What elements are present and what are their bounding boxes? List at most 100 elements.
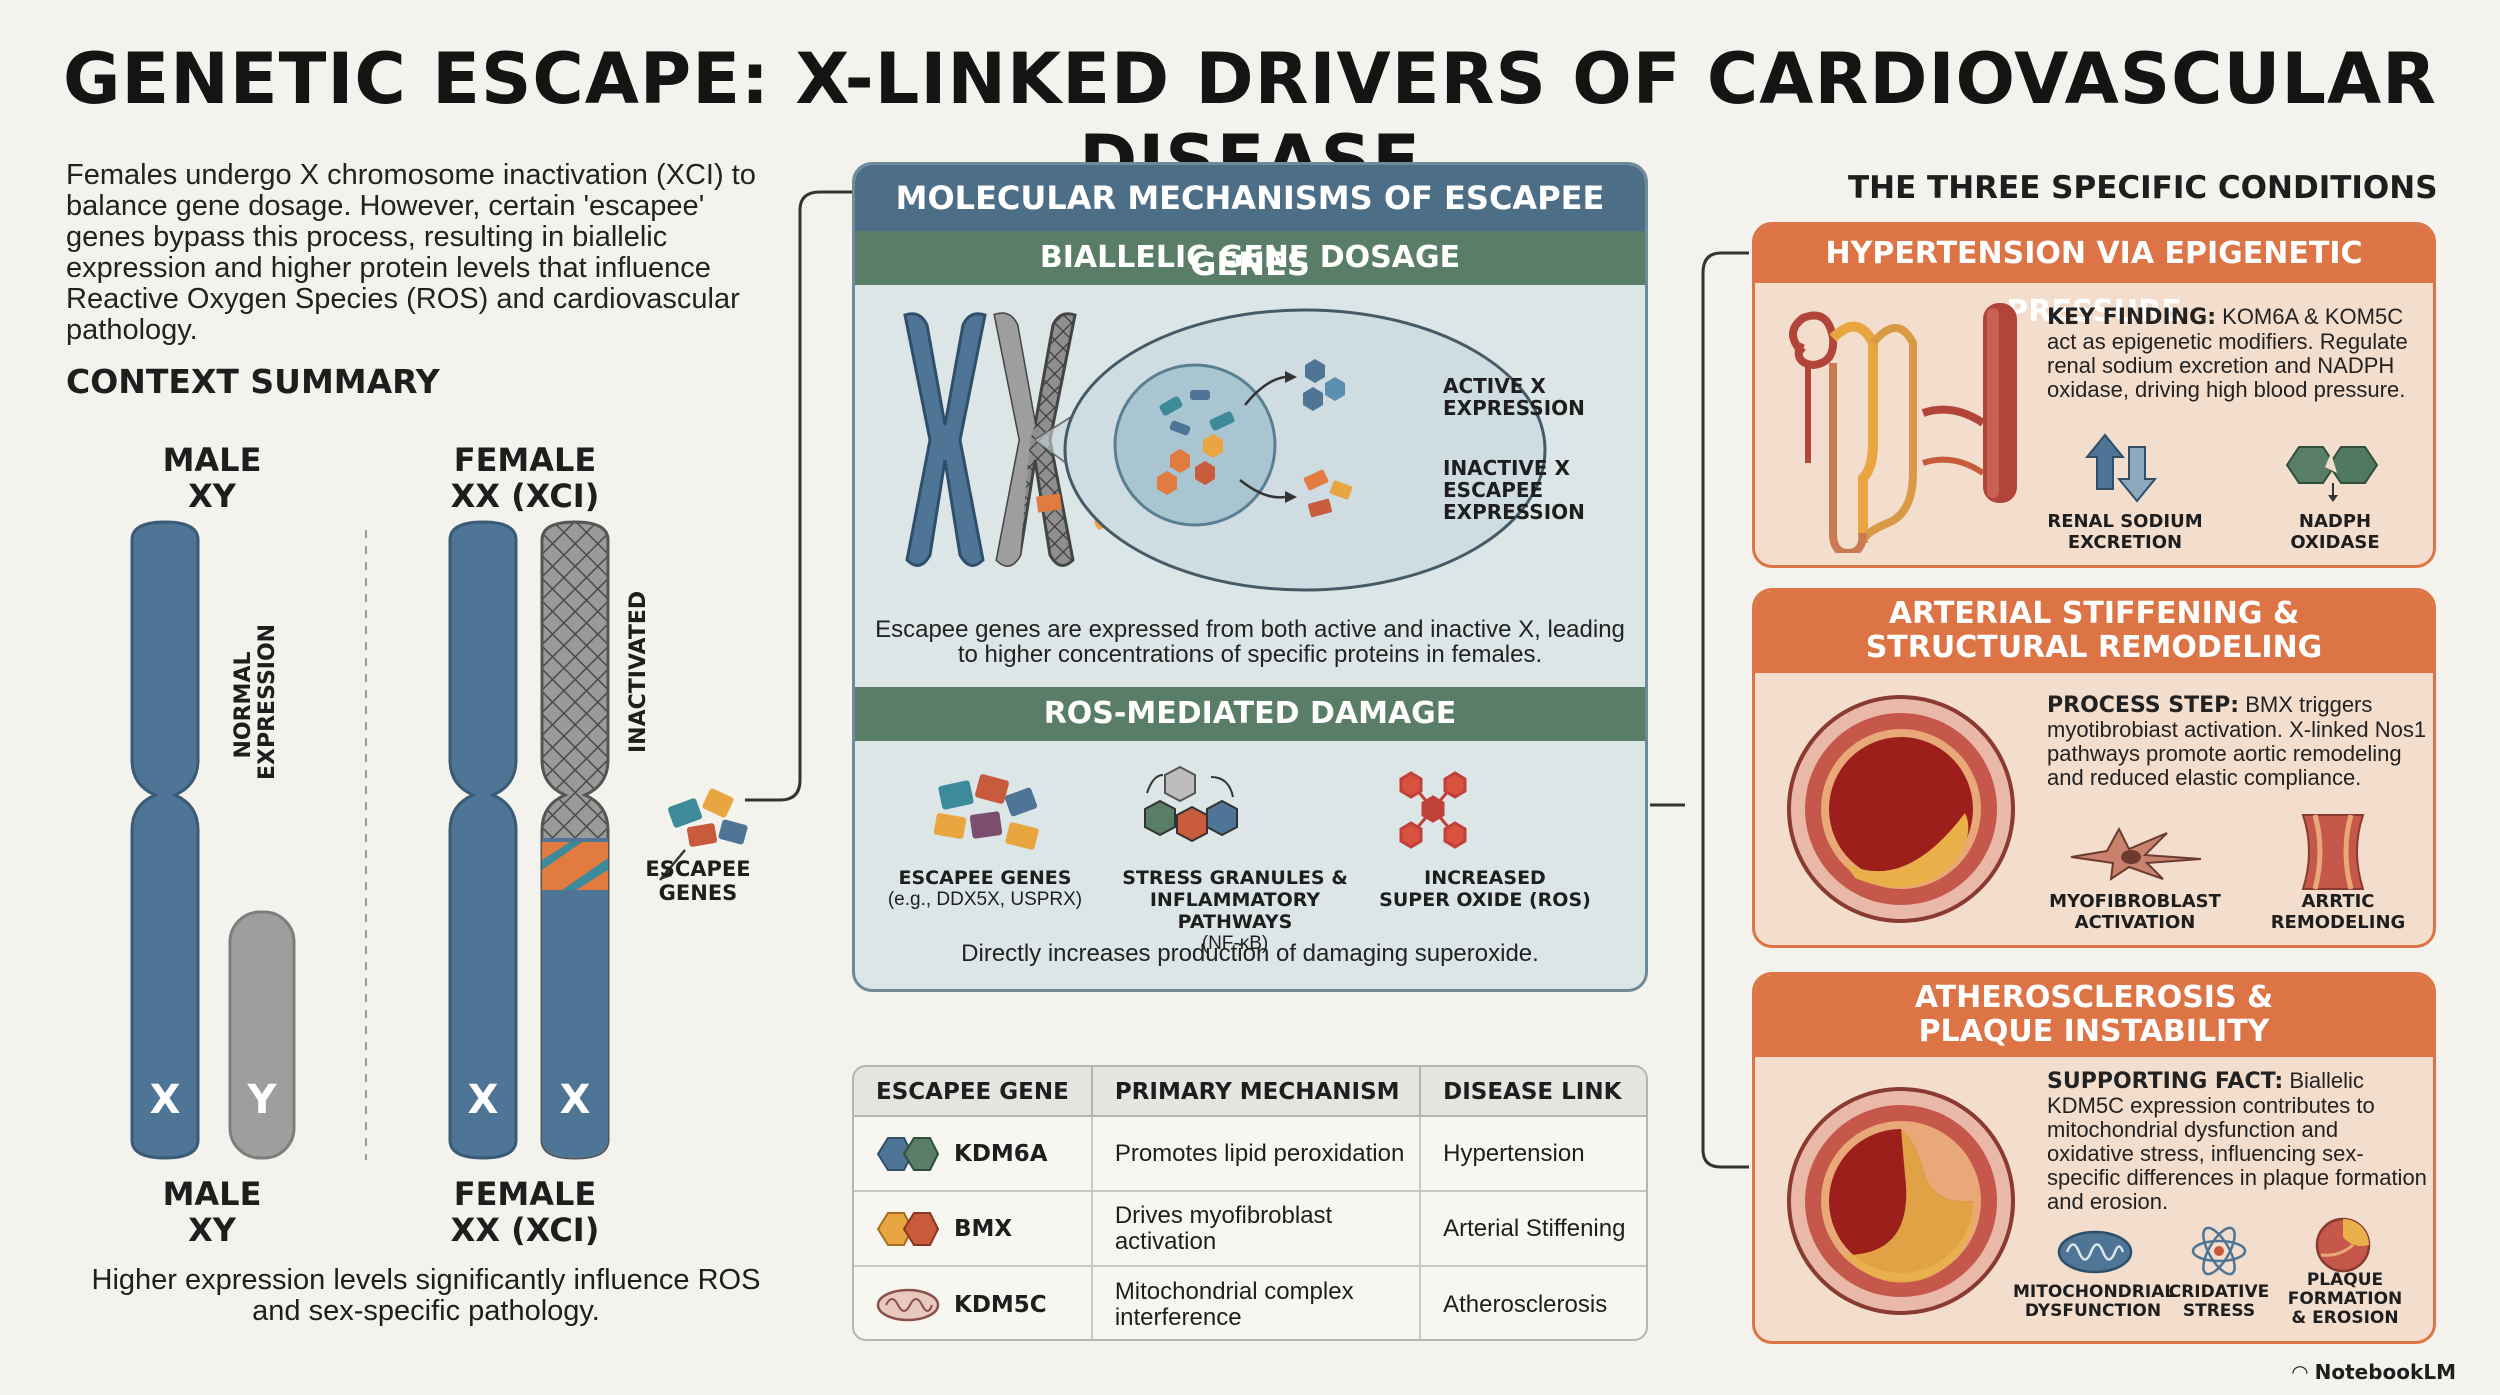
aortic-remodeling-label: ARRTIC REMODELING bbox=[2263, 891, 2413, 933]
female-label-line1: FEMALE bbox=[453, 441, 597, 479]
atherosclerosis-title: ATHEROSCLEROSIS & PLAQUE INSTABILITY bbox=[1755, 975, 2433, 1057]
arterial-title: ARTERIAL STIFFENING & STRUCTURAL REMODEL… bbox=[1755, 591, 2433, 673]
female-bottom-line1: FEMALE bbox=[453, 1175, 597, 1213]
atherosclerosis-card: ATHEROSCLEROSIS & PLAQUE INSTABILITY SUP… bbox=[1752, 972, 2436, 1344]
context-summary-heading: CONTEXT SUMMARY bbox=[66, 362, 440, 401]
male-bottom-line2: XY bbox=[188, 1211, 236, 1249]
hypertension-lead: KEY FINDING: bbox=[2047, 305, 2217, 330]
male-bottom-label: MALE XY bbox=[132, 1176, 292, 1248]
female-bottom-line2: XX (XCI) bbox=[450, 1211, 600, 1249]
mito-line2: DYSFUNCTION bbox=[2024, 1301, 2162, 1321]
kidney-nephron-icon bbox=[1789, 303, 2017, 553]
superoxide-icon bbox=[1399, 771, 1467, 849]
arterial-lead: PROCESS STEP: bbox=[2047, 693, 2240, 718]
aortic-remodeling-icon bbox=[2301, 814, 2365, 890]
table-row: KDM6A Promotes lipid peroxidation Hypert… bbox=[854, 1117, 1646, 1192]
female-label-line2: XX (XCI) bbox=[450, 477, 600, 515]
ros-item-superoxide-line1: INCREASED bbox=[1424, 867, 1546, 889]
male-label-line2: XY bbox=[188, 477, 236, 515]
mitochondria-icon bbox=[876, 1288, 940, 1321]
mechanism-cell: Drives myofibroblast activation bbox=[1093, 1192, 1422, 1265]
inactive-label-line2: ESCAPEE bbox=[1443, 478, 1544, 502]
hypertension-title: HYPERTENSION VIA EPIGENETIC PRESSURE bbox=[1755, 225, 2433, 329]
male-label-line1: MALE bbox=[162, 441, 262, 479]
nadph-label: NADPH OXIDASE bbox=[2265, 511, 2405, 553]
bmx-hex-icon bbox=[876, 1211, 940, 1246]
escapee-genes-icon bbox=[933, 774, 1039, 850]
male-x-chromosome bbox=[130, 520, 200, 1160]
escapee-genes-line1: ESCAPEE bbox=[645, 857, 751, 881]
biallelic-caption: Escapee genes are expressed from both ac… bbox=[865, 617, 1635, 667]
oxidative-line2: STRESS bbox=[2182, 1301, 2256, 1321]
active-label-line1: ACTIVE X bbox=[1443, 374, 1546, 398]
ros-item-stress-line3: (NF-κB) bbox=[1201, 933, 1269, 954]
athero-body: Biallelic KDM5C expression contributes t… bbox=[2047, 1068, 2427, 1214]
biallelic-caption-line1: Escapee genes are expressed from both ac… bbox=[875, 616, 1625, 643]
active-x-chromosome bbox=[903, 312, 987, 567]
male-y-chromosome bbox=[228, 910, 296, 1160]
aortic-line2: REMODELING bbox=[2270, 912, 2406, 933]
table-row: BMX Drives myofibroblast activation Arte… bbox=[854, 1192, 1646, 1267]
myofibroblast-line1: MYOFIBROBLAST bbox=[2049, 891, 2221, 912]
intro-paragraph: Females undergo X chromosome inactivatio… bbox=[66, 159, 756, 346]
ros-item-stress-line2: INFLAMMATORY PATHWAYS bbox=[1149, 889, 1321, 933]
escapee-genes-label: ESCAPEE GENES bbox=[638, 857, 758, 905]
active-label-line2: EXPRESSION bbox=[1443, 396, 1585, 420]
table-header-disease: DISEASE LINK bbox=[1443, 1079, 1622, 1105]
gene-cell: BMX bbox=[854, 1192, 1093, 1265]
table-row: KDM5C Mitochondrial complex interference… bbox=[854, 1267, 1646, 1339]
plaque-formation-label: PLAQUE FORMATION & EROSION bbox=[2285, 1271, 2405, 1328]
ros-caption: Directly increases production of damagin… bbox=[961, 940, 1539, 967]
notebooklm-logo-icon: ◠ bbox=[2292, 1360, 2308, 1384]
mitochondria-dysfunction-icon bbox=[2057, 1230, 2133, 1274]
biallelic-caption-line2: to higher concentrations of specific pro… bbox=[957, 641, 1543, 668]
oxidative-stress-label: CRIDATIVE STRESS bbox=[2159, 1283, 2279, 1321]
female-x-letter-active: X bbox=[467, 1077, 499, 1123]
hypertension-body: KOM6A & KOM5C act as epigenetic modifier… bbox=[2047, 304, 2408, 402]
myofibroblast-label: MYOFIBROBLAST ACTIVATION bbox=[2045, 891, 2225, 933]
ros-item-superoxide: INCREASED SUPER OXIDE (ROS) bbox=[1365, 867, 1605, 911]
female-x-letter-inactive: X bbox=[559, 1077, 591, 1123]
plaque-line3: & EROSION bbox=[2291, 1308, 2399, 1328]
gene-cell: KDM5C bbox=[854, 1267, 1093, 1339]
oxidative-line1: CRIDATIVE bbox=[2168, 1282, 2270, 1302]
mechanism-cell: Promotes lipid peroxidation bbox=[1093, 1117, 1422, 1190]
conditions-heading: THE THREE SPECIFIC CONDITIONS bbox=[1848, 170, 2438, 206]
inactive-label-line1: INACTIVE X bbox=[1443, 456, 1570, 480]
mechanisms-heading: MOLECULAR MECHANISMS OF ESCAPEE GENES bbox=[855, 165, 1645, 283]
renal-sodium-label: RENAL SODIUM EXCRETION bbox=[2045, 511, 2205, 553]
oxidative-stress-icon bbox=[2191, 1226, 2247, 1276]
arterial-title-line2: STRUCTURAL REMODELING bbox=[1865, 630, 2323, 665]
disease-cell: Atherosclerosis bbox=[1443, 1290, 1608, 1318]
male-y-letter: Y bbox=[247, 1077, 277, 1123]
athero-lead: SUPPORTING FACT: bbox=[2047, 1069, 2284, 1094]
male-top-label: MALE XY bbox=[132, 442, 292, 514]
normal-expression-label: NORMAL EXPRESSION bbox=[231, 623, 282, 780]
inactive-label-line3: EXPRESSION bbox=[1443, 500, 1585, 524]
mechanisms-panel: MOLECULAR MECHANISMS OF ESCAPEE GENES BI… bbox=[852, 162, 1648, 992]
escape-band bbox=[542, 842, 608, 890]
arterial-text: PROCESS STEP: BMX triggers myotibrobiast… bbox=[2047, 693, 2427, 790]
notebooklm-brand: ◠ NotebookLM bbox=[2292, 1360, 2456, 1384]
renal-sodium-line1: RENAL SODIUM bbox=[2047, 511, 2203, 532]
chromosome-diagram bbox=[130, 520, 748, 1160]
female-top-label: FEMALE XX (XCI) bbox=[435, 442, 615, 514]
normal-expression-line2: EXPRESSION bbox=[255, 623, 280, 780]
athero-title-line2: PLAQUE INSTABILITY bbox=[1918, 1014, 2270, 1049]
nadph-oxidase-icon bbox=[2285, 446, 2379, 502]
arterial-title-line1: ARTERIAL STIFFENING & bbox=[1888, 596, 2300, 631]
biallelic-heading: BIALLELIC GENE DOSAGE bbox=[855, 231, 1645, 285]
artery-cross-section-icon bbox=[1787, 695, 2015, 923]
plaque-line2: FORMATION bbox=[2287, 1289, 2403, 1309]
hypertension-card: HYPERTENSION VIA EPIGENETIC PRESSURE KEY… bbox=[1752, 222, 2436, 568]
aortic-line1: ARRTIC bbox=[2301, 891, 2375, 912]
ros-item-escapee: ESCAPEE GENES (e.g., DDX5X, USPRX) bbox=[875, 867, 1095, 911]
ros-illustration bbox=[933, 765, 1467, 850]
mitochondrial-dysfunction-label: MITOCHONDRIAL DYSFUNCTION bbox=[2013, 1283, 2175, 1321]
context-bottom-note: Higher expression levels significantly i… bbox=[91, 1264, 761, 1327]
male-x-letter: X bbox=[149, 1077, 181, 1123]
active-x-expression-label: ACTIVE X EXPRESSION bbox=[1443, 375, 1603, 419]
nadph-line1: NADPH bbox=[2298, 511, 2372, 532]
normal-expression-line1: NORMAL bbox=[231, 651, 256, 759]
myofibroblast-line2: ACTIVATION bbox=[2074, 912, 2196, 933]
